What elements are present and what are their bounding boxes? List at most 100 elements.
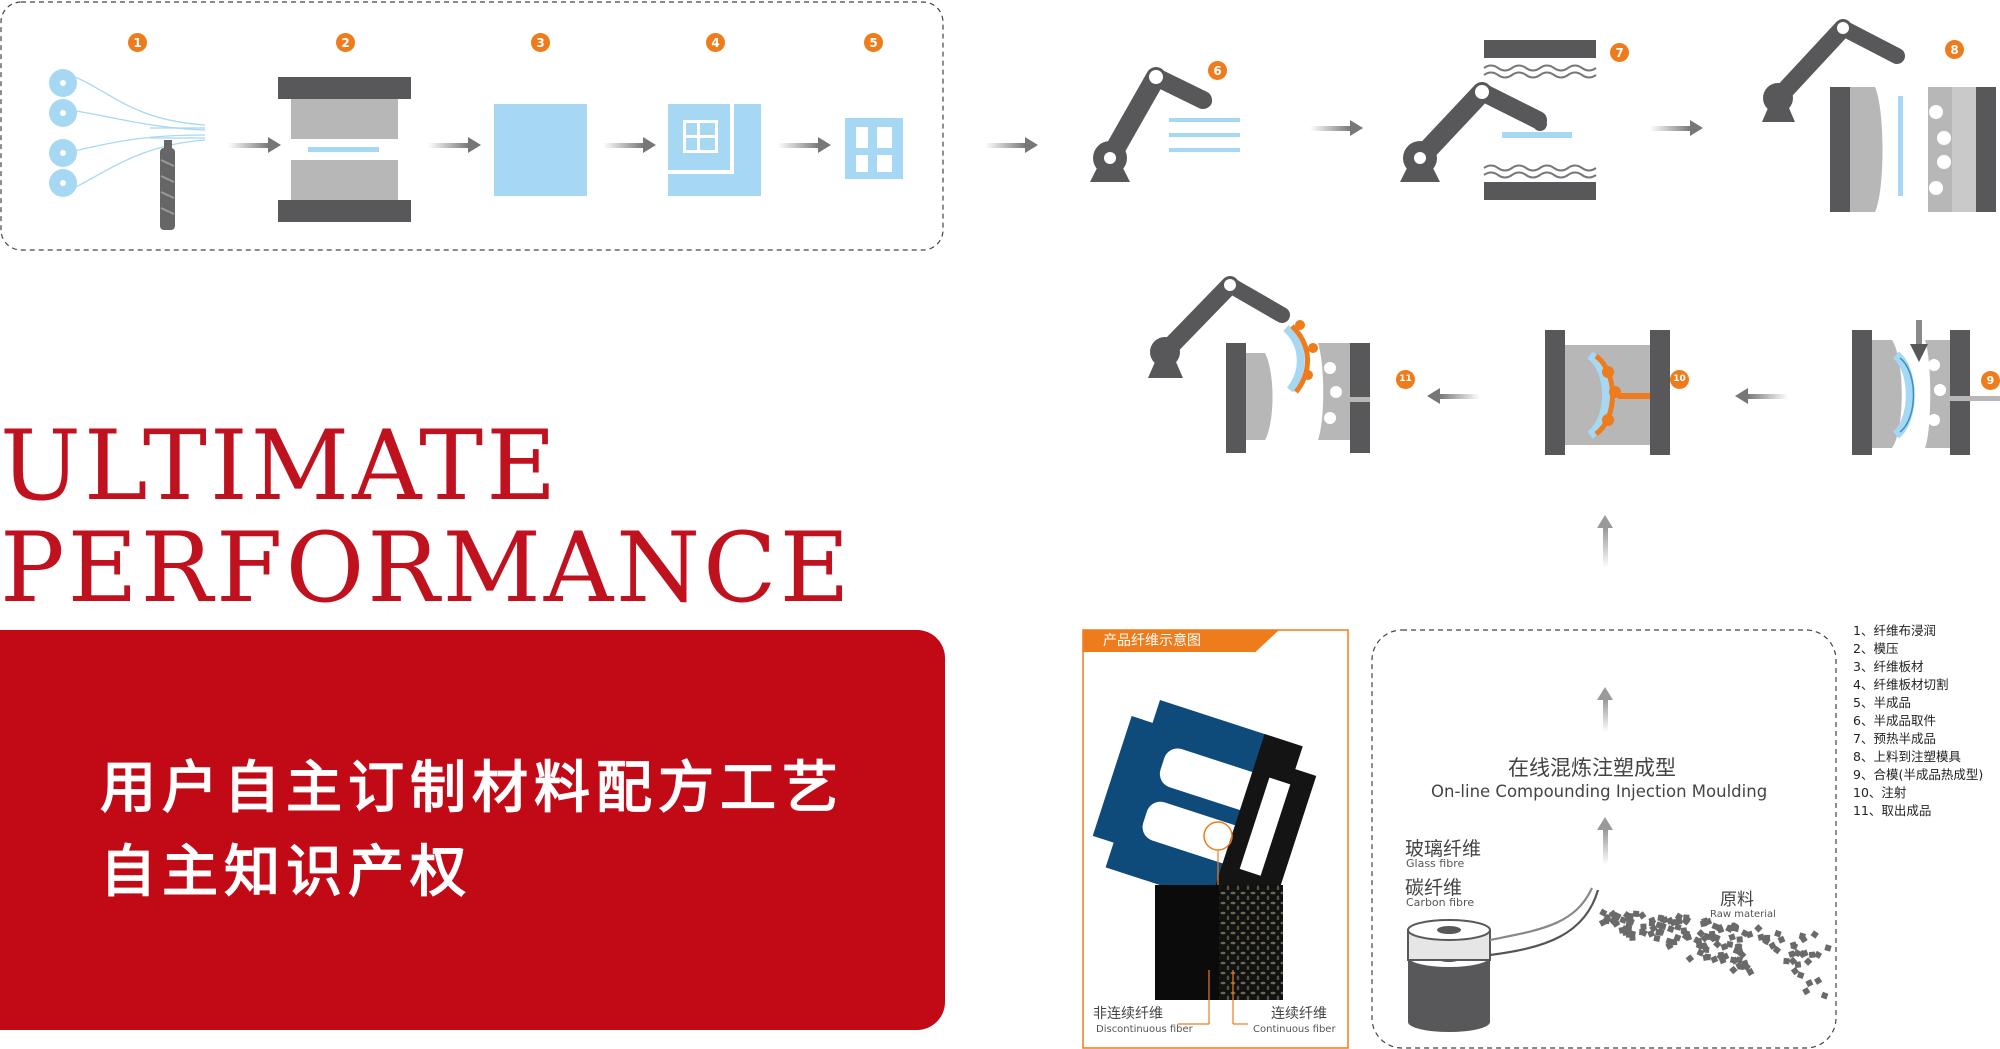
- legend-item: 10、注射: [1853, 785, 1907, 800]
- step-badge-1: 1: [128, 33, 147, 52]
- granule: [1638, 911, 1647, 920]
- arrow-1-2: [228, 137, 281, 153]
- granule: [1794, 961, 1802, 969]
- granule: [1696, 929, 1706, 938]
- compounding-title-cn: 在线混炼注塑成型: [1508, 756, 1676, 780]
- arrow-6-7: [1310, 120, 1363, 136]
- granule: [1788, 950, 1796, 958]
- step5-semi-finished: [845, 118, 903, 179]
- granule: [1810, 930, 1819, 939]
- step4-sheet-cutting: [668, 104, 761, 196]
- step-badge-7: 7: [1610, 43, 1629, 62]
- granule: [1640, 923, 1647, 930]
- granule: [1603, 917, 1610, 925]
- arrow-up-to-10: [1597, 515, 1613, 568]
- granule: [1754, 924, 1763, 933]
- step7-preheat: [1400, 40, 1597, 200]
- granule: [1619, 916, 1628, 925]
- granule: [1729, 965, 1738, 975]
- granule: [1796, 971, 1805, 980]
- granule: [1798, 949, 1807, 959]
- granule: [1768, 941, 1777, 950]
- granule: [1683, 914, 1690, 921]
- step-badge-4: 4: [706, 33, 725, 52]
- legend-item: 8、上料到注塑模具: [1853, 749, 1961, 764]
- granule: [1674, 916, 1683, 925]
- step8-load-mould: [1762, 19, 1996, 212]
- carbon-fibre-label: 碳纤维: [1405, 877, 1463, 899]
- raw-material-en: Raw material: [1710, 909, 1776, 920]
- granule: [1802, 987, 1811, 996]
- product-fiber-title: 产品纤维示意图: [1083, 630, 1279, 652]
- granule: [1813, 976, 1823, 985]
- granule: [1803, 957, 1813, 966]
- granule: [1789, 941, 1798, 949]
- legend-item: 5、半成品: [1853, 695, 1911, 710]
- step1-fiber-impregnation: [49, 69, 206, 230]
- granule: [1621, 928, 1630, 937]
- arrow-5-6: [985, 137, 1038, 153]
- granule: [1674, 923, 1682, 931]
- granule: [1624, 912, 1634, 921]
- step2-press: [278, 77, 411, 222]
- compounding-panel: [1371, 629, 1837, 1049]
- step-badge-9: 9: [1981, 371, 2000, 390]
- granule: [1777, 935, 1786, 944]
- step-badge-5: 5: [864, 33, 883, 52]
- granule: [1808, 951, 1816, 959]
- discontinuous-fiber-label: 非连续纤维: [1093, 1006, 1163, 1022]
- granule: [1772, 945, 1782, 955]
- step-badge-3: 3: [531, 33, 550, 52]
- granule: [1742, 963, 1751, 972]
- granule: [1700, 917, 1709, 925]
- granule: [1730, 922, 1738, 930]
- granule: [1799, 934, 1808, 944]
- arrow-9-10: [1735, 388, 1788, 404]
- continuous-fiber-label: 连续纤维: [1271, 1006, 1327, 1022]
- step-badge-8: 8: [1945, 40, 1964, 59]
- slogan-panel: [0, 630, 945, 1030]
- granule: [1734, 943, 1742, 951]
- granule: [1761, 935, 1770, 944]
- granule: [1680, 927, 1688, 934]
- flow-arrows: [228, 120, 1788, 865]
- continuous-fiber-en: Continuous fiber: [1253, 1024, 1336, 1035]
- compounding-title-en: On-line Compounding Injection Moulding: [1431, 782, 1768, 801]
- granule: [1659, 922, 1667, 931]
- granule: [1720, 942, 1729, 951]
- arrow-10-11: [1427, 388, 1480, 404]
- legend-item: 3、纤维板材: [1853, 659, 1924, 674]
- product-fiber-panel: [1082, 629, 1349, 1049]
- slogan-line-1: 用户自主订制材料配方工艺: [100, 756, 844, 821]
- granule: [1736, 936, 1743, 943]
- legend-item: 9、合模(半成品热成型): [1853, 767, 1984, 782]
- granule: [1718, 956, 1727, 965]
- glass-fibre-en: Glass fibre: [1406, 857, 1465, 870]
- step10-injection: [1545, 330, 1670, 455]
- discontinuous-fiber-en: Discontinuous fiber: [1096, 1024, 1193, 1035]
- granule: [1612, 918, 1621, 927]
- legend-item: 6、半成品取件: [1853, 713, 1936, 728]
- legend-item: 2、模压: [1853, 641, 1899, 656]
- granule: [1604, 914, 1611, 921]
- fiber-roll-illustration: [1407, 887, 1600, 1032]
- arrow-7-8: [1650, 120, 1703, 136]
- headline-line-1: ULTIMATE: [0, 410, 560, 522]
- granule: [1665, 937, 1673, 946]
- step-badge-11: 11: [1396, 370, 1415, 389]
- slogan-line-2: 自主知识产权: [100, 840, 472, 905]
- arrow-2-3: [428, 137, 481, 153]
- legend-item: 1、纤维布浸润: [1853, 623, 1936, 638]
- granule: [1632, 910, 1640, 918]
- granule: [1684, 933, 1693, 942]
- arrow-up-compound-2: [1597, 817, 1613, 865]
- granule: [1670, 939, 1678, 946]
- granule: [1713, 940, 1722, 949]
- granule: [1726, 940, 1734, 948]
- granule: [1655, 928, 1663, 936]
- step-badge-10: 10: [1670, 370, 1689, 389]
- granule: [1666, 925, 1675, 933]
- arrow-3-4: [603, 137, 656, 153]
- step11-product-removal: [1148, 276, 1370, 453]
- granule: [1715, 924, 1723, 932]
